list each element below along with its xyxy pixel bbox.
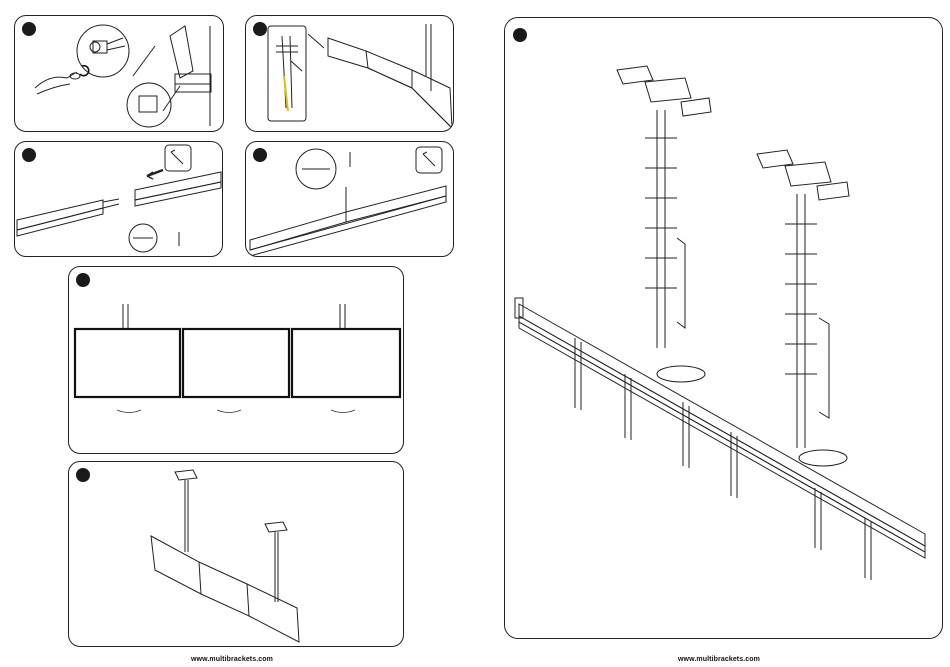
- step-4-illustration: [246, 142, 454, 257]
- footer-url-right[interactable]: www.multibrackets.com: [678, 656, 760, 663]
- step-6-illustration: [69, 462, 404, 647]
- step-2-illustration: [246, 16, 454, 132]
- screen-right: [292, 329, 400, 397]
- step-panel-3: [14, 141, 223, 257]
- step-panel-2: [245, 15, 454, 132]
- main-assembly-illustration: [505, 18, 943, 639]
- step-panel-5: [68, 266, 404, 454]
- step-panel-6: [68, 461, 404, 647]
- step-3-illustration: [15, 142, 223, 257]
- step-5-illustration: [69, 267, 404, 454]
- rotate-arrow-icon: [331, 410, 355, 413]
- screen-left: [75, 329, 180, 397]
- step-1-illustration: [15, 16, 224, 132]
- allen-key-icon: [165, 145, 191, 171]
- rotate-arrow-icon: [217, 410, 241, 413]
- step-panel-4: [245, 141, 454, 257]
- step-panel-1: [14, 15, 224, 132]
- rotate-arrow-icon: [117, 410, 141, 413]
- step-panel-main: [504, 17, 943, 639]
- screen-center: [183, 329, 289, 397]
- footer-url-left[interactable]: www.multibrackets.com: [191, 656, 273, 663]
